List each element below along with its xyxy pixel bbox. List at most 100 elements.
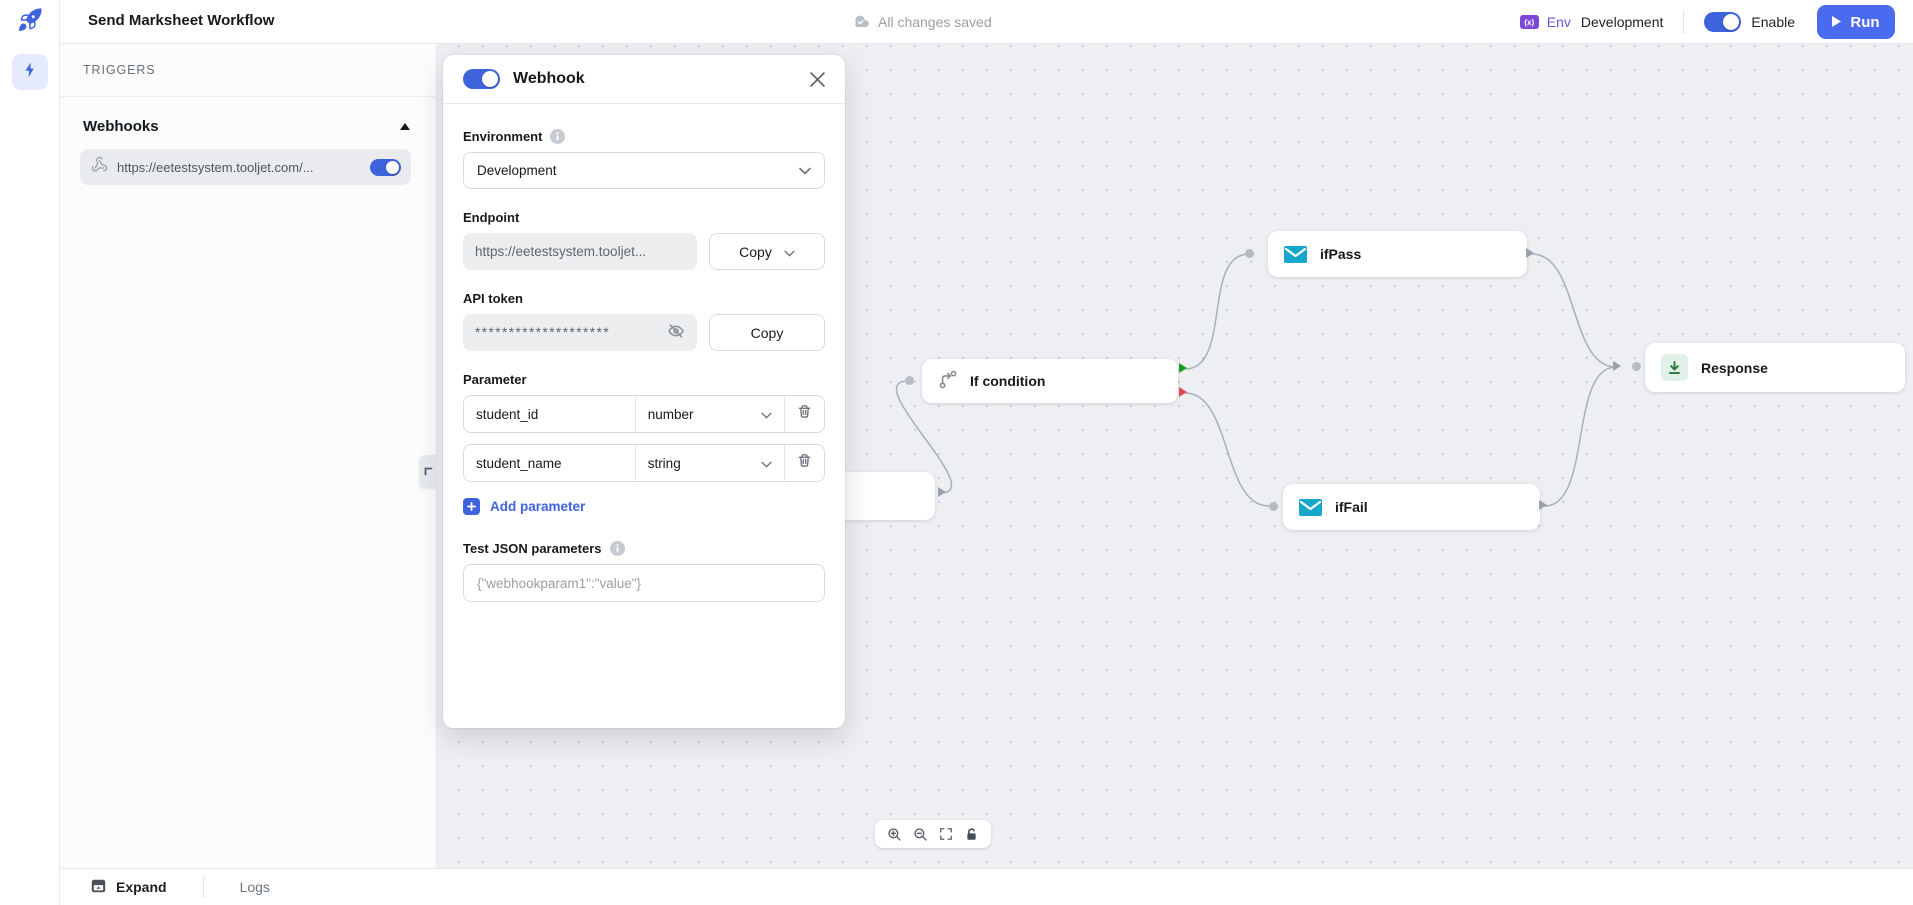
divider bbox=[1683, 10, 1685, 34]
chevron-down-icon bbox=[761, 407, 772, 422]
endpoint-label: Endpoint bbox=[463, 210, 520, 225]
panel-body: Environment Development Endpoint https:/… bbox=[443, 104, 845, 622]
parameter-name-input[interactable]: student_id bbox=[464, 396, 636, 432]
info-icon bbox=[609, 541, 625, 556]
chevron-down-icon bbox=[799, 163, 811, 178]
branch-icon bbox=[938, 370, 957, 392]
parameter-name-input[interactable]: student_name bbox=[464, 445, 636, 481]
webhook-list-item[interactable]: https://eetestsystem.tooljet.com/... bbox=[80, 149, 411, 185]
logs-button[interactable]: Logs bbox=[239, 879, 270, 895]
webhooks-title: Webhooks bbox=[83, 117, 159, 135]
environment-selected-value: Development bbox=[477, 163, 557, 178]
node-if-fail-port[interactable] bbox=[1179, 387, 1187, 397]
close-icon[interactable] bbox=[810, 71, 825, 87]
node-label: ifFail bbox=[1335, 499, 1368, 515]
test-json-label-row: Test JSON parameters bbox=[463, 541, 825, 556]
enable-label: Enable bbox=[1751, 14, 1795, 30]
enable-toggle[interactable] bbox=[1704, 12, 1742, 32]
panel-header: Webhook bbox=[443, 55, 845, 104]
cloud-check-icon bbox=[852, 13, 869, 31]
run-button[interactable]: Run bbox=[1817, 5, 1895, 39]
env-value[interactable]: Development bbox=[1580, 14, 1664, 30]
test-json-label: Test JSON parameters bbox=[463, 541, 602, 556]
node-response-input-arrow[interactable] bbox=[1613, 361, 1621, 371]
mail-icon bbox=[1299, 498, 1322, 516]
lightning-icon bbox=[21, 61, 39, 84]
lock-icon[interactable] bbox=[964, 827, 979, 842]
api-token-copy-button[interactable]: Copy bbox=[709, 314, 825, 351]
parameter-label-row: Parameter bbox=[463, 372, 825, 387]
fit-view-icon[interactable] bbox=[939, 827, 953, 841]
info-icon bbox=[550, 129, 566, 144]
node-iffail[interactable]: ifFail bbox=[1283, 484, 1540, 530]
left-icon-rail bbox=[0, 0, 60, 905]
environment-label-row: Environment bbox=[463, 129, 825, 144]
webhook-enable-toggle[interactable] bbox=[370, 158, 401, 176]
env-icon: (x) bbox=[1519, 15, 1539, 29]
webhook-config-panel: Webhook Environment Development Endpoint bbox=[443, 55, 845, 728]
env-label: Env bbox=[1546, 14, 1571, 30]
trash-icon bbox=[797, 404, 812, 424]
triggers-sidebar: TRIGGERS Webhooks https://eetestsystem.t… bbox=[60, 44, 437, 868]
endpoint-value: https://eetestsystem.tooljet... bbox=[475, 244, 647, 259]
webhooks-section-header[interactable]: Webhooks bbox=[60, 97, 436, 147]
node-ifpass-output-port[interactable] bbox=[1526, 248, 1534, 258]
play-icon bbox=[1832, 14, 1842, 31]
expand-button[interactable]: Expand bbox=[91, 879, 167, 896]
webhook-icon bbox=[91, 156, 108, 178]
node-label: If condition bbox=[970, 373, 1046, 389]
bottombar: Expand Logs bbox=[60, 868, 1913, 905]
topbar: Send Marksheet Workflow All changes save… bbox=[0, 0, 1913, 44]
workflow-edges bbox=[895, 253, 1617, 507]
node-response[interactable]: Response bbox=[1645, 343, 1905, 392]
delete-parameter-button[interactable] bbox=[785, 445, 824, 481]
environment-select[interactable]: Development bbox=[463, 152, 825, 189]
test-json-input[interactable] bbox=[463, 564, 825, 602]
parameter-type-value: number bbox=[647, 406, 694, 422]
delete-parameter-button[interactable] bbox=[785, 396, 824, 432]
webhook-url: https://eetestsystem.tooljet.com/... bbox=[117, 159, 314, 175]
parameter-type-select[interactable]: number bbox=[636, 396, 785, 432]
save-status-text: All changes saved bbox=[878, 14, 992, 30]
chevron-down-icon bbox=[761, 456, 772, 471]
run-label: Run bbox=[1850, 13, 1880, 31]
node-if-input-port[interactable] bbox=[905, 376, 914, 385]
endpoint-value-field[interactable]: https://eetestsystem.tooljet... bbox=[463, 233, 697, 270]
endpoint-copy-button[interactable]: Copy bbox=[709, 233, 825, 270]
zoom-in-icon[interactable] bbox=[887, 827, 902, 842]
expand-panel-icon bbox=[91, 879, 106, 896]
zoom-out-icon[interactable] bbox=[913, 827, 928, 842]
parameter-type-select[interactable]: string bbox=[636, 445, 785, 481]
api-token-masked-value: ******************** bbox=[475, 325, 611, 340]
api-token-row: ******************** Copy bbox=[463, 314, 825, 351]
divider bbox=[202, 876, 204, 898]
node-iffail-input-port[interactable] bbox=[1269, 502, 1278, 511]
app-logo-cell[interactable] bbox=[0, 0, 60, 44]
node-ifpass-input-port[interactable] bbox=[1245, 249, 1254, 258]
parameter-row: student_name string bbox=[463, 444, 825, 482]
webhook-panel-toggle[interactable] bbox=[463, 69, 500, 89]
topbar-actions: (x) Env Development Enable Run bbox=[1519, 0, 1895, 44]
node-ifpass[interactable]: ifPass bbox=[1268, 231, 1527, 277]
node-start-output-port[interactable] bbox=[938, 487, 946, 497]
node-if-pass-port[interactable] bbox=[1179, 363, 1187, 373]
node-iffail-output-port[interactable] bbox=[1539, 500, 1547, 510]
node-if-condition[interactable]: If condition bbox=[922, 359, 1178, 403]
plus-icon bbox=[463, 498, 480, 515]
collapse-caret-icon[interactable] bbox=[400, 117, 410, 135]
panel-collapse-handle[interactable] bbox=[420, 455, 437, 488]
chevron-down-icon bbox=[784, 244, 795, 260]
api-token-copy-label: Copy bbox=[750, 324, 784, 341]
add-parameter-label: Add parameter bbox=[490, 499, 586, 514]
rocket-logo-icon bbox=[17, 7, 43, 38]
triggers-rail-button[interactable] bbox=[11, 54, 48, 90]
node-label: Response bbox=[1701, 359, 1768, 376]
node-response-input-port[interactable] bbox=[1632, 362, 1641, 371]
response-icon bbox=[1661, 354, 1688, 381]
parameter-row: student_id number bbox=[463, 395, 825, 433]
api-token-field[interactable]: ******************** bbox=[463, 314, 697, 351]
expand-label: Expand bbox=[116, 879, 167, 895]
eye-off-icon[interactable] bbox=[667, 322, 685, 343]
add-parameter-button[interactable]: Add parameter bbox=[463, 498, 825, 515]
